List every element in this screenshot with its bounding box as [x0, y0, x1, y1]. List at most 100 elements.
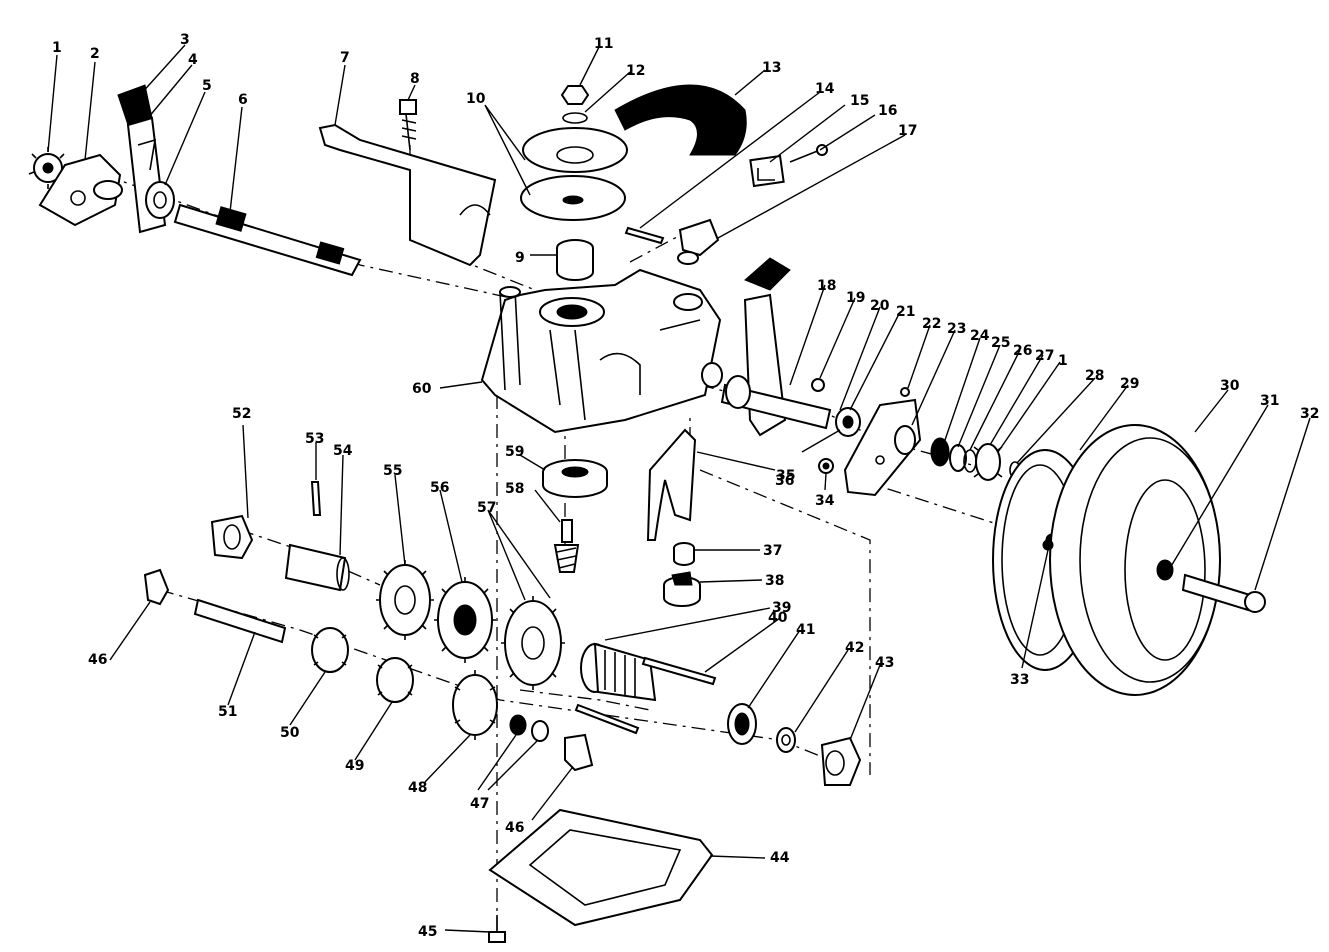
- callout-34: 34: [815, 493, 835, 509]
- bushing-5-icon: [145, 181, 175, 219]
- callout-40: 40: [768, 610, 788, 626]
- callout-30: 30: [1220, 378, 1240, 394]
- callout-2: 2: [90, 46, 100, 62]
- washer-42-icon: [776, 727, 796, 753]
- callout-18: 18: [817, 278, 836, 294]
- callout-1b: 1: [1058, 353, 1068, 369]
- cover-plate-44-icon: [488, 808, 714, 927]
- callout-52: 52: [232, 406, 251, 422]
- ball-22-icon: [900, 387, 910, 397]
- callout-13: 13: [762, 60, 781, 76]
- callout-36: 36: [775, 473, 794, 489]
- callout-6: 6: [238, 92, 248, 108]
- callout-5: 5: [202, 78, 212, 94]
- callout-31: 31: [1260, 393, 1279, 409]
- gear-56-icon: [434, 577, 496, 663]
- gear-50-icon: [311, 627, 349, 673]
- callout-46: 46: [88, 652, 107, 668]
- callout-19: 19: [846, 290, 865, 306]
- callout-58: 58: [505, 481, 524, 497]
- callout-7: 7: [340, 50, 350, 66]
- callout-46b: 46: [505, 820, 524, 836]
- callout-35: 35: [776, 468, 795, 484]
- callout-55: 55: [383, 463, 402, 479]
- shift-fork-36-icon: [646, 428, 697, 541]
- callout-44: 44: [770, 850, 790, 866]
- callout-8: 8: [410, 71, 420, 87]
- pin-53-icon: [310, 481, 322, 516]
- gear-49-icon: [376, 657, 414, 703]
- nut-34-icon: [818, 458, 834, 474]
- shift-arm-18-icon: [720, 257, 832, 437]
- side-plate-23-icon: [843, 398, 922, 497]
- callout-57: 57: [477, 500, 496, 516]
- callout-29: 29: [1120, 376, 1139, 392]
- callout-53: 53: [305, 431, 324, 447]
- worm-58-icon: [553, 519, 580, 573]
- bushing-52-icon: [210, 514, 254, 560]
- bolt-45-icon: [488, 915, 506, 943]
- callout-14: 14: [815, 81, 835, 97]
- callout-12: 12: [626, 63, 645, 79]
- gear-27-icon: [973, 443, 1003, 481]
- sleeve-54-icon: [284, 543, 350, 592]
- callout-47: 47: [470, 796, 489, 812]
- callout-21: 21: [896, 304, 915, 320]
- callout-32: 32: [1300, 406, 1319, 422]
- callout-16: 16: [878, 103, 897, 119]
- gear-48-icon: [452, 670, 498, 740]
- callout-45: 45: [418, 924, 437, 940]
- callout-59: 59: [505, 444, 524, 460]
- bushing-21-icon: [835, 407, 861, 437]
- bearing-block-43-icon: [820, 736, 862, 786]
- callout-9: 9: [515, 250, 525, 266]
- callout-15: 15: [850, 93, 869, 109]
- callout-51: 51: [218, 704, 237, 720]
- pins-40-icon: [574, 656, 717, 735]
- gear-55-icon: [376, 560, 434, 640]
- drive-shaft-6-icon: [173, 203, 362, 277]
- drive-plate-2-icon: [38, 153, 123, 227]
- washer-stack-24-icon: [930, 437, 977, 473]
- washers-47-icon: [509, 714, 549, 742]
- callout-41: 41: [796, 622, 815, 638]
- callout-49: 49: [345, 758, 364, 774]
- callout-22: 22: [922, 316, 941, 332]
- callout-43: 43: [875, 655, 894, 671]
- callout-17: 17: [898, 123, 917, 139]
- nut-11-icon: [560, 85, 590, 124]
- callout-11: 11: [594, 36, 613, 52]
- callout-54: 54: [333, 443, 353, 459]
- gearbox-housing-60-icon: [480, 268, 723, 434]
- bearing-59-icon: [542, 459, 608, 498]
- screw-16-icon: [789, 144, 828, 163]
- callout-42: 42: [845, 640, 864, 656]
- callout-39: 39: [772, 600, 791, 616]
- shaft-51-icon: [193, 598, 287, 644]
- callout-28: 28: [1085, 368, 1104, 384]
- pin-19-icon: [811, 378, 825, 392]
- callout-37: 37: [763, 543, 782, 559]
- callout-10: 10: [466, 91, 486, 107]
- callout-numbers: 1 2 3 4 5 6 7 8 9 10 11 12 13 14 15 16 1…: [52, 32, 1319, 940]
- bearing-41-icon: [727, 703, 757, 745]
- callout-50: 50: [280, 725, 300, 741]
- bushing-46-icon: [143, 568, 594, 772]
- callout-25: 25: [991, 335, 1010, 351]
- clutch-39-icon: [580, 642, 657, 702]
- bolt-8-icon: [399, 99, 417, 151]
- callout-20: 20: [870, 298, 890, 314]
- callout-56: 56: [430, 480, 449, 496]
- callout-4: 4: [188, 52, 198, 68]
- belt-13-icon: [614, 84, 747, 156]
- callout-26: 26: [1013, 343, 1032, 359]
- callout-60: 60: [412, 381, 432, 397]
- spacer-9-icon: [556, 239, 594, 281]
- callout-3: 3: [180, 32, 190, 48]
- callout-24: 24: [970, 328, 990, 344]
- callout-1: 1: [52, 40, 62, 56]
- gear-1-icon: [28, 147, 68, 189]
- wheel-30-icon: [1049, 424, 1221, 696]
- bracket-7-icon: [318, 123, 497, 267]
